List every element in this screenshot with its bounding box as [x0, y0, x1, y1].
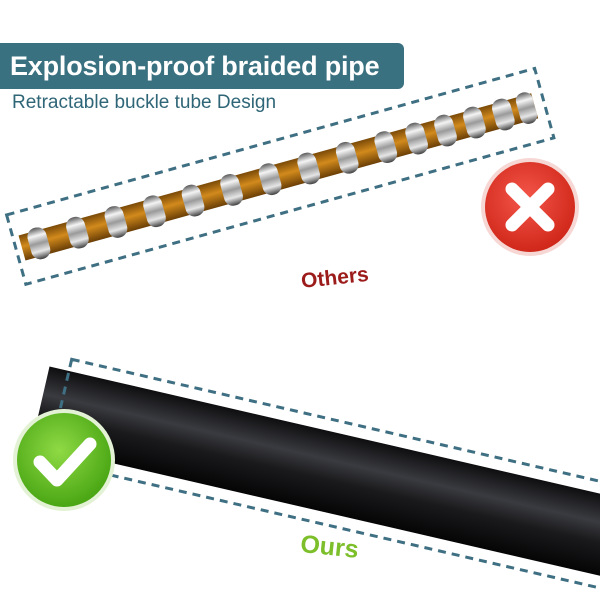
others-pipe-coils — [27, 92, 538, 260]
ours-label: Ours — [299, 530, 361, 564]
others-dashed-frame — [4, 66, 556, 287]
page-title: Explosion-proof braided pipe — [10, 50, 380, 81]
ours-pipe-body — [31, 366, 600, 580]
ours-dashed-frame — [46, 357, 600, 598]
page-subtitle: Retractable buckle tube Design — [12, 92, 277, 113]
title-banner: Explosion-proof braided pipe — [0, 43, 404, 89]
check-icon — [13, 409, 115, 511]
others-pipe — [4, 66, 556, 287]
cross-icon — [481, 158, 579, 256]
ours-pipe — [31, 357, 600, 598]
